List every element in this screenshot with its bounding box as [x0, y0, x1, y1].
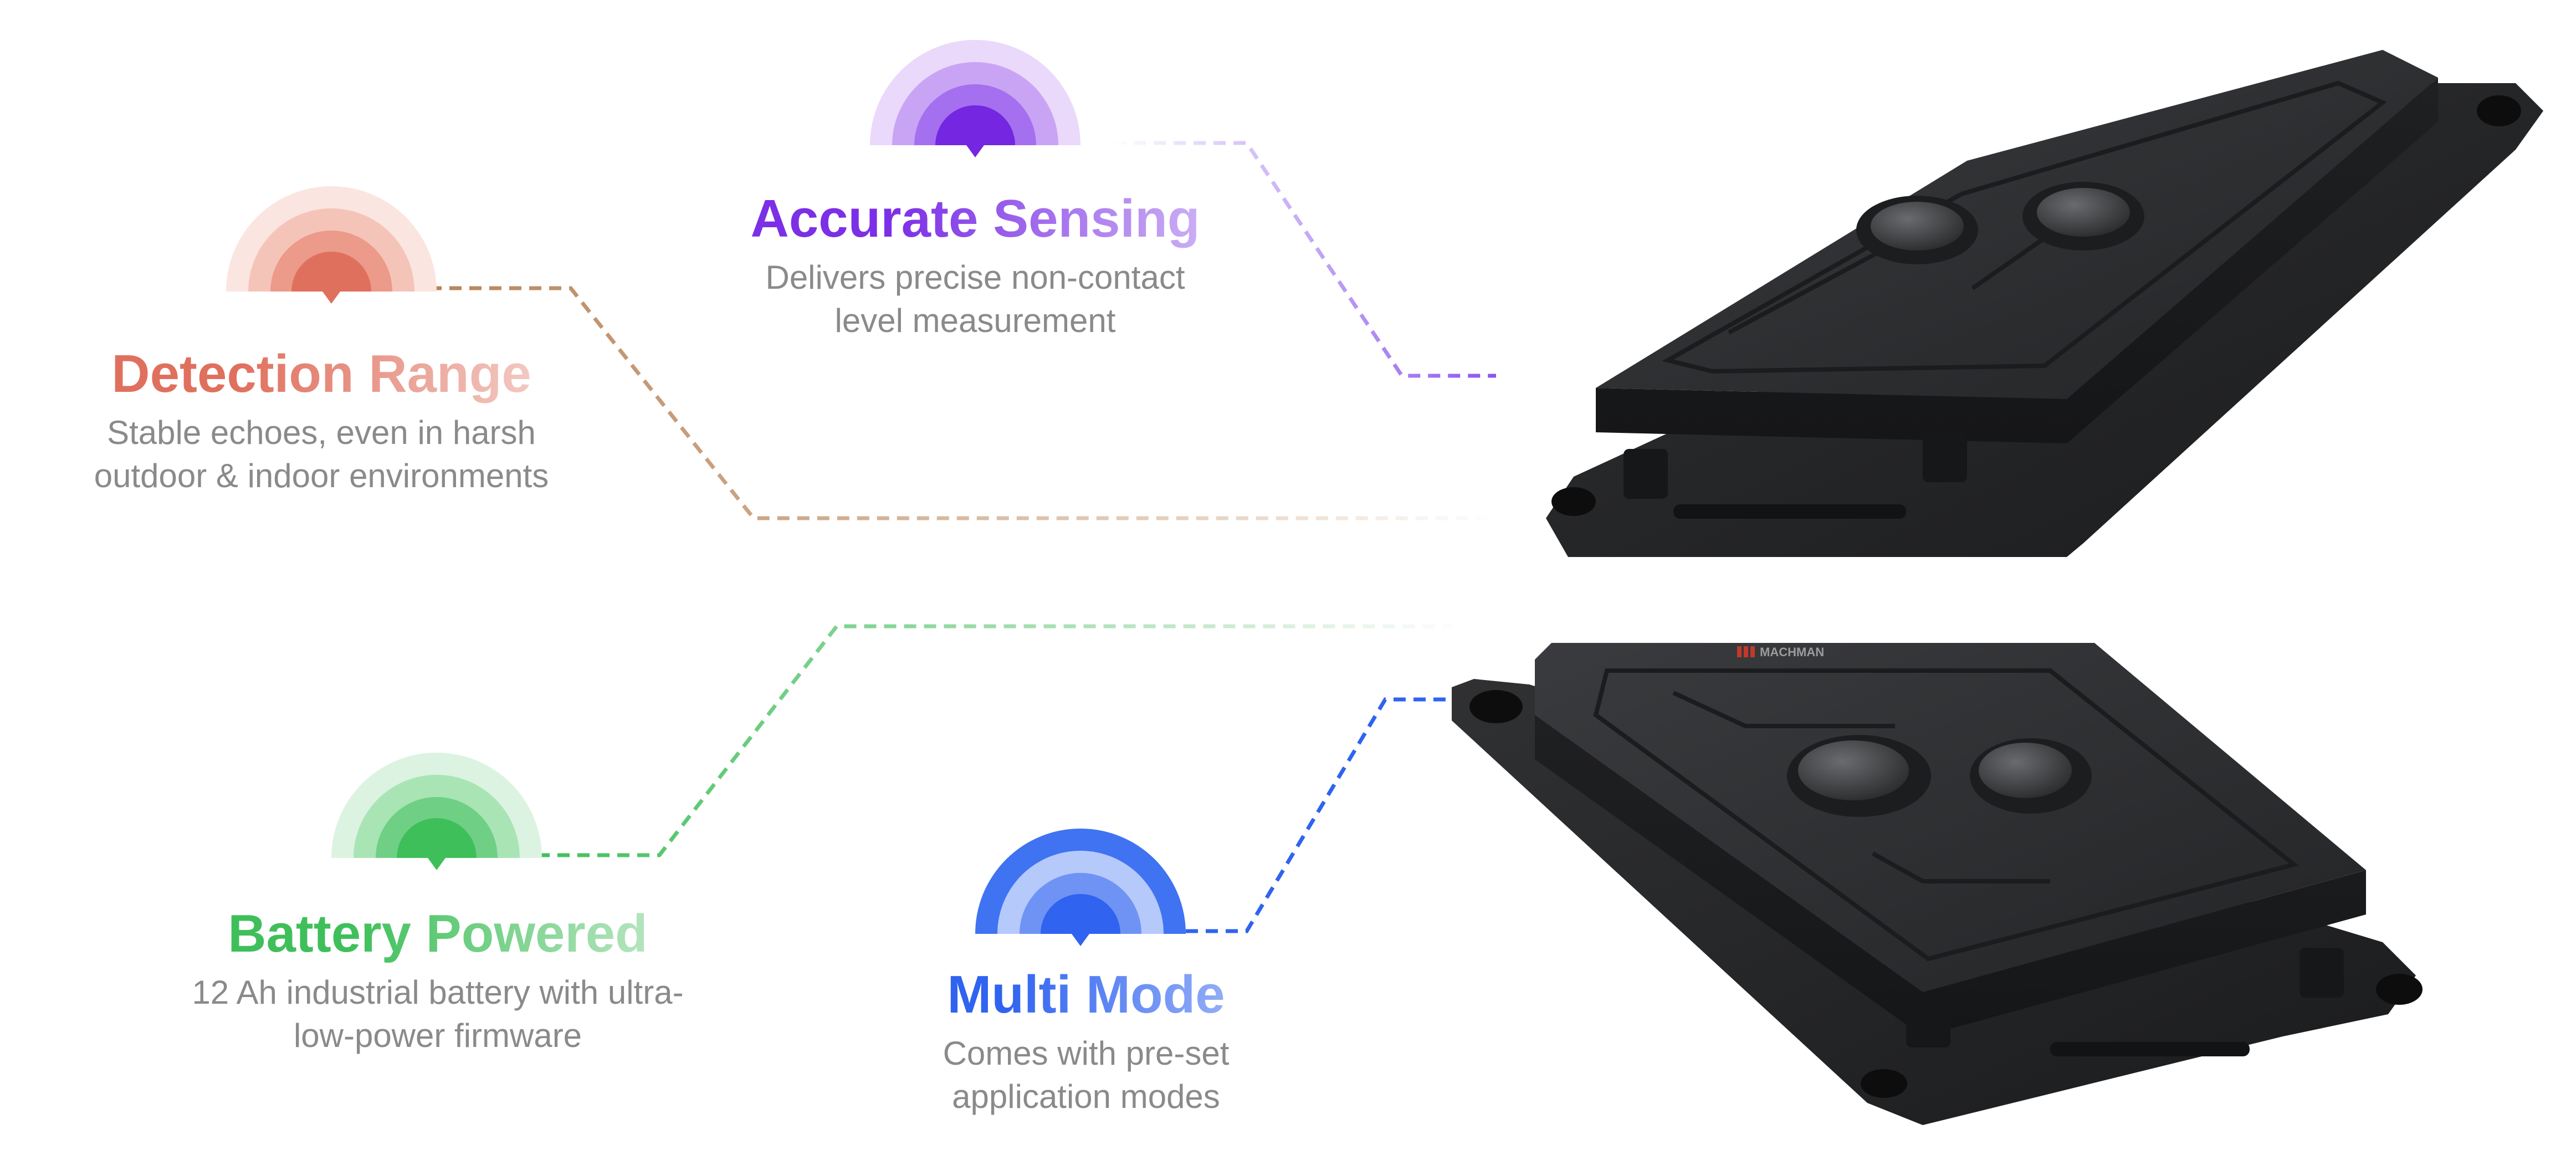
feature-description-line: level measurement	[834, 302, 1116, 339]
feature-detection-range: Detection Range Stable echoes, even in h…	[44, 344, 598, 498]
feature-description-line: 12 Ah industrial battery with ultra-	[192, 974, 684, 1011]
feature-description: 12 Ah industrial battery with ultra- low…	[150, 971, 726, 1057]
feature-description: Delivers precise non-contact level measu…	[698, 256, 1252, 343]
feature-multi-mode: Multi Mode Comes with pre-set applicatio…	[809, 964, 1363, 1118]
feature-title: Detection Range	[44, 344, 598, 405]
brand-logo-text: MACHMAN	[1760, 645, 1824, 659]
connector-multi-mode	[1186, 697, 1446, 933]
battery-powered-icon	[331, 753, 542, 870]
connector-detection-range	[429, 286, 1496, 520]
feature-title: Battery Powered	[150, 903, 726, 964]
device-lower: MACHMAN	[1452, 643, 2423, 1125]
feature-description-line: Comes with pre-set	[943, 1035, 1230, 1072]
feature-title: Multi Mode	[809, 964, 1363, 1025]
connector-accurate-sensing	[1114, 141, 1496, 378]
feature-description: Comes with pre-set application modes	[809, 1032, 1363, 1118]
feature-title: Accurate Sensing	[698, 188, 1252, 249]
feature-battery-powered: Battery Powered 12 Ah industrial battery…	[150, 903, 726, 1057]
multi-mode-icon	[975, 829, 1186, 946]
accurate-sensing-icon	[870, 40, 1080, 157]
feature-description-line: Stable echoes, even in harsh	[107, 414, 536, 451]
detection-range-icon	[226, 186, 437, 304]
feature-description-line: outdoor & indoor environments	[94, 457, 549, 494]
connector-lines	[429, 141, 1496, 933]
feature-description-line: low-power firmware	[293, 1017, 582, 1054]
connector-battery-powered	[537, 624, 1468, 857]
feature-description-line: Delivers precise non-contact	[765, 259, 1185, 296]
brand-logo-bars	[1737, 646, 1742, 657]
feature-description: Stable echoes, even in harsh outdoor & i…	[44, 411, 598, 498]
feature-accurate-sensing: Accurate Sensing Delivers precise non-co…	[698, 188, 1252, 343]
feature-description-line: application modes	[952, 1078, 1220, 1115]
device-upper	[1546, 50, 2543, 557]
